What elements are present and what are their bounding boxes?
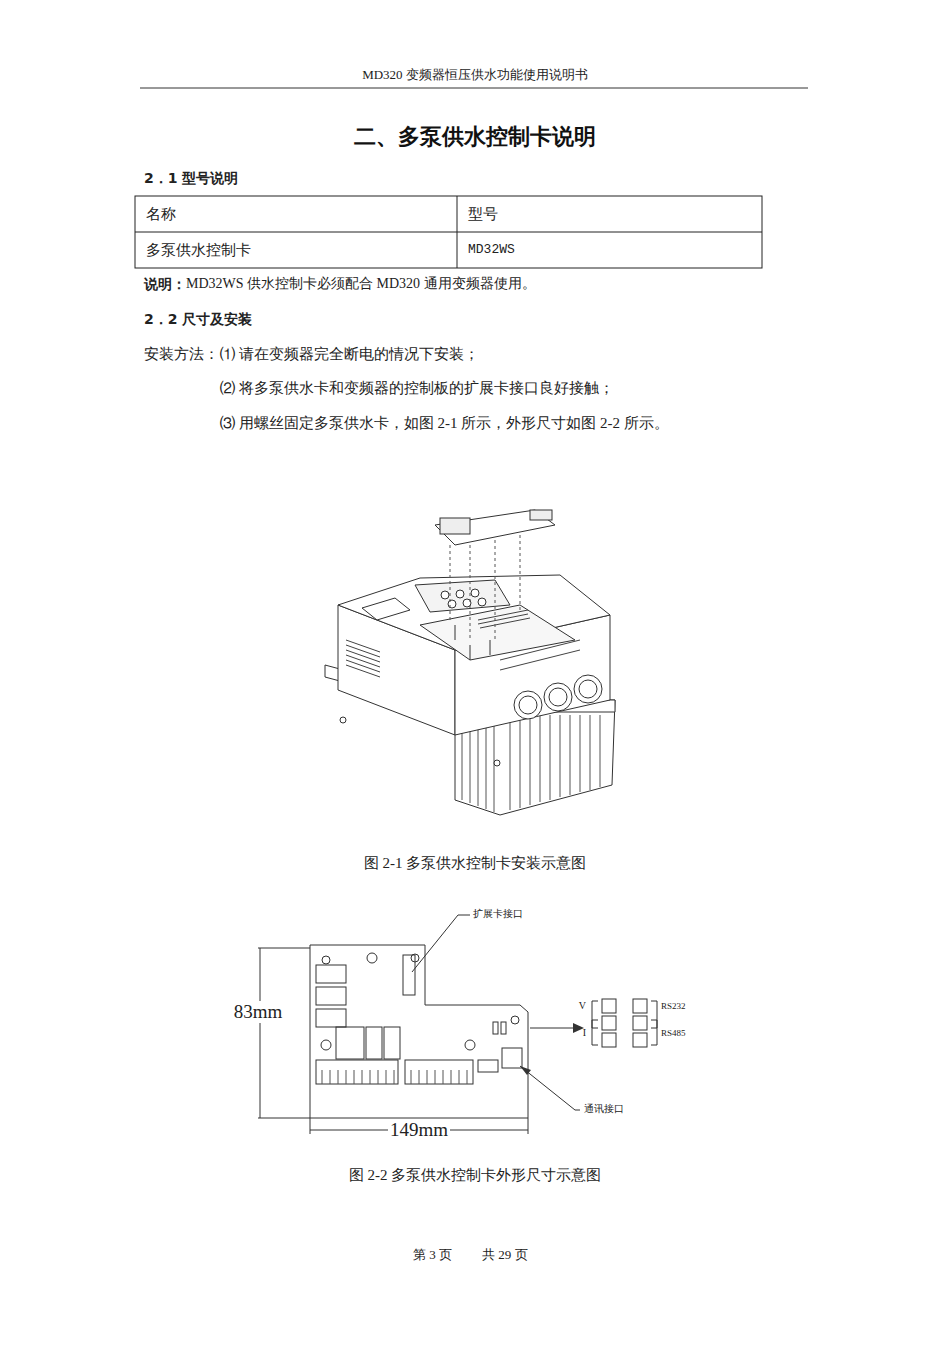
running-header: MD320 变频器恒压供水功能使用说明书	[362, 67, 588, 83]
model-table	[135, 196, 762, 268]
table-cell: MD32WS	[468, 242, 515, 258]
figure-caption: 图 2-1 多泵供水控制卡安装示意图	[364, 854, 587, 872]
page-total: 共 29 页	[482, 1247, 528, 1263]
install-step: ⑵ 将多泵供水卡和变频器的控制板的扩展卡接口良好接触；	[220, 379, 614, 397]
board-outline	[310, 945, 528, 1118]
signal-name: V	[579, 1000, 586, 1012]
leader-arrowhead	[520, 1066, 531, 1075]
dimension-lines	[258, 948, 528, 1134]
leader-line	[412, 915, 470, 972]
signal-name: I	[583, 1027, 586, 1039]
detail-arrowhead	[573, 1023, 584, 1033]
table-cell: 型号	[468, 205, 498, 223]
install-step: ⑴ 请在变频器完全断电的情况下安装；	[220, 345, 479, 363]
page-number: 第 3 页	[413, 1247, 452, 1263]
dimension-label: 83mm	[232, 1001, 285, 1024]
section-heading: 2．2 尺寸及安装	[144, 311, 252, 328]
page-title: 二、多泵供水控制卡说明	[354, 124, 596, 150]
signal-name: RS232	[661, 1001, 686, 1012]
note-text: MD32WS 供水控制卡必须配合 MD320 通用变频器使用。	[186, 276, 536, 293]
detail-arrow	[530, 1028, 577, 1029]
table-cell: 多泵供水控制卡	[146, 241, 251, 259]
part-label: 扩展卡接口	[473, 908, 523, 920]
step-label: 安装方法：	[144, 345, 219, 363]
leader-line	[520, 1066, 580, 1110]
install-step: ⑶ 用螺丝固定多泵供水卡，如图 2-1 所示，外形尺寸如图 2-2 所示。	[220, 414, 669, 432]
header-rule	[140, 88, 808, 89]
table-cell: 名称	[146, 205, 176, 223]
signal-name: RS485	[661, 1028, 686, 1039]
jumper-detail	[592, 999, 657, 1047]
dimension-label: 149mm	[388, 1119, 450, 1142]
note-label: 说明：	[144, 276, 186, 293]
figure-caption: 图 2-2 多泵供水控制卡外形尺寸示意图	[349, 1166, 602, 1184]
section-heading: 2．1 型号说明	[144, 170, 238, 187]
drive-illustration	[325, 510, 615, 815]
part-label: 通讯接口	[584, 1103, 624, 1115]
